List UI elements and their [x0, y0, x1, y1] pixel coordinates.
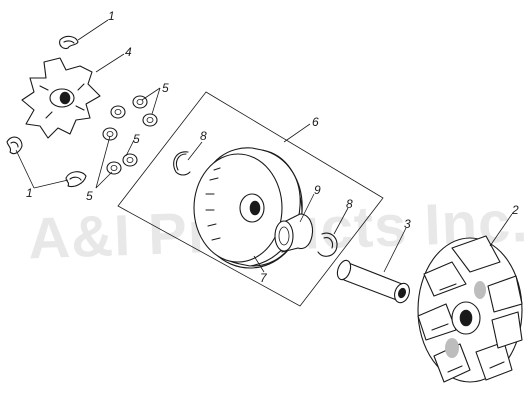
- part-4-ramp-plate: [21, 57, 101, 139]
- part-1-clip-lower: [65, 171, 87, 188]
- callout-5-b: 5: [133, 132, 140, 146]
- part-7-sheave-drum: [193, 147, 303, 269]
- callout-3: 3: [404, 217, 411, 231]
- callout-4: 4: [125, 45, 132, 59]
- callout-5-a: 5: [162, 81, 169, 95]
- part-9-needle-bearing: [274, 213, 314, 253]
- part-8-snap-ring-left: [173, 151, 191, 176]
- callout-9: 9: [314, 183, 321, 197]
- callout-7: 7: [260, 271, 268, 285]
- part-3-spacer-tube: [336, 259, 410, 304]
- leader-lines: [15, 19, 513, 273]
- part-1-clip-left: [6, 136, 23, 155]
- callout-1-left: 1: [26, 186, 33, 200]
- callout-5-c: 5: [86, 189, 93, 203]
- callout-6: 6: [312, 115, 319, 129]
- part-8-snap-ring-right: [317, 232, 338, 257]
- callout-1-top: 1: [108, 9, 115, 23]
- part-1-clip-top: [59, 35, 79, 50]
- callout-8-right: 8: [346, 197, 353, 211]
- part-2-fan-sheave: [417, 235, 523, 383]
- assembly-boundary: [117, 91, 384, 307]
- callout-8-left: 8: [200, 129, 207, 143]
- part-5-rollers: [102, 95, 158, 175]
- callout-2: 2: [511, 203, 519, 217]
